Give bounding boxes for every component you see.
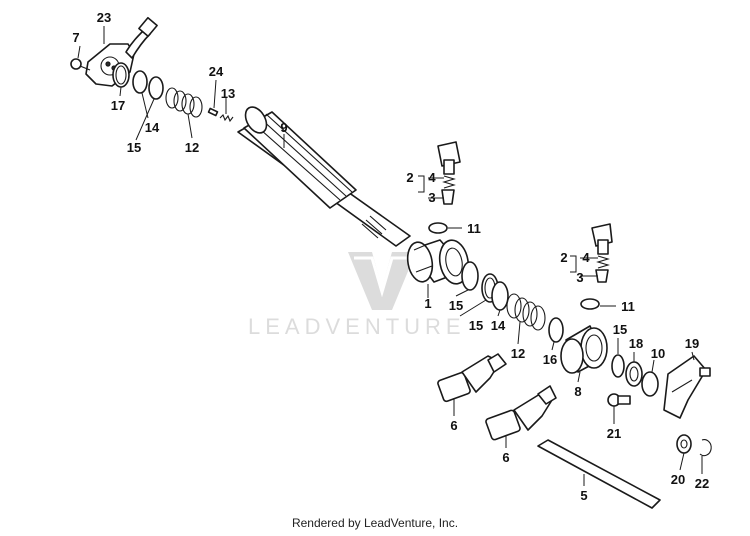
callout-12-b: 12 (511, 346, 525, 361)
callout-17: 17 (111, 98, 125, 113)
callout-16: 16 (543, 352, 557, 367)
part-2-bolt-lower (591, 223, 613, 255)
callout-6-b: 6 (502, 450, 509, 465)
part-3-plunger-lower (595, 269, 609, 283)
part-7-bolt (70, 58, 91, 71)
callout-18: 18 (629, 336, 643, 351)
callout-22: 22 (695, 476, 709, 491)
part-6-fork-lower (485, 385, 557, 441)
callout-14-a: 14 (145, 120, 160, 135)
callout-11-a: 11 (467, 221, 481, 236)
callout-14-b: 14 (491, 318, 506, 333)
part-15-ring-b (461, 261, 479, 291)
callout-15-b: 15 (449, 298, 463, 313)
callout-15-a: 15 (127, 140, 141, 155)
callout-19: 19 (685, 336, 699, 351)
callout-24: 24 (209, 64, 224, 79)
part-4-spring-lower (596, 255, 610, 269)
part-15-ring-d (611, 354, 625, 378)
part-6-fork-upper (437, 353, 507, 403)
callout-11-b: 11 (621, 299, 635, 314)
part-4-spring-upper (442, 175, 456, 189)
leader-lines (77, 26, 703, 486)
callout-4-b: 4 (582, 250, 590, 265)
footer-credit: Rendered by LeadVenture, Inc. (291, 516, 459, 530)
part-21-bolt (607, 393, 631, 407)
watermark-logo (348, 252, 416, 310)
callout-3-a: 3 (428, 190, 435, 205)
part-14-ring (132, 70, 148, 94)
part-11-washer-upper (428, 222, 448, 234)
part-12-spring-b (506, 293, 546, 331)
part-24-pin (207, 107, 219, 117)
callout-23: 23 (97, 10, 111, 25)
part-14-ring-b (491, 281, 509, 311)
callout-4-a: 4 (428, 170, 436, 185)
part-18-ring (625, 361, 643, 387)
part-16-ring (548, 317, 564, 343)
callout-15-c: 15 (469, 318, 483, 333)
part-2-bolt-upper (437, 141, 461, 175)
callout-15-d: 15 (613, 322, 627, 337)
callout-2-b: 2 (560, 250, 567, 265)
watermark-text: LEADVENTURE (248, 314, 466, 339)
part-17-ring (112, 62, 130, 88)
callout-1: 1 (424, 296, 431, 311)
part-12-spring (165, 87, 203, 118)
part-13-small-spring (219, 114, 234, 123)
part-1-drum (406, 239, 470, 285)
callout-6-a: 6 (450, 418, 457, 433)
part-19-bracket (663, 355, 711, 419)
part-8-hub (560, 325, 608, 374)
callout-12-a: 12 (185, 140, 199, 155)
part-23-sensor-plate (85, 16, 158, 87)
part-20-washer (676, 434, 692, 454)
part-11-washer-lower (580, 298, 600, 310)
callout-5: 5 (580, 488, 587, 503)
callout-13: 13 (221, 86, 235, 101)
callout-9: 9 (280, 120, 287, 135)
part-3-plunger-upper (441, 189, 455, 205)
callout-10: 10 (651, 346, 665, 361)
part-9-shaft (237, 106, 411, 247)
callout-2-a: 2 (406, 170, 413, 185)
part-15-ring (148, 76, 164, 100)
callout-21: 21 (607, 426, 621, 441)
callout-8: 8 (574, 384, 581, 399)
part-5-fork-shaft (537, 439, 661, 509)
part-10-ring (641, 371, 659, 397)
callout-3-b: 3 (576, 270, 583, 285)
callout-7: 7 (72, 30, 79, 45)
callout-20: 20 (671, 472, 685, 487)
part-22-clip (699, 439, 712, 457)
